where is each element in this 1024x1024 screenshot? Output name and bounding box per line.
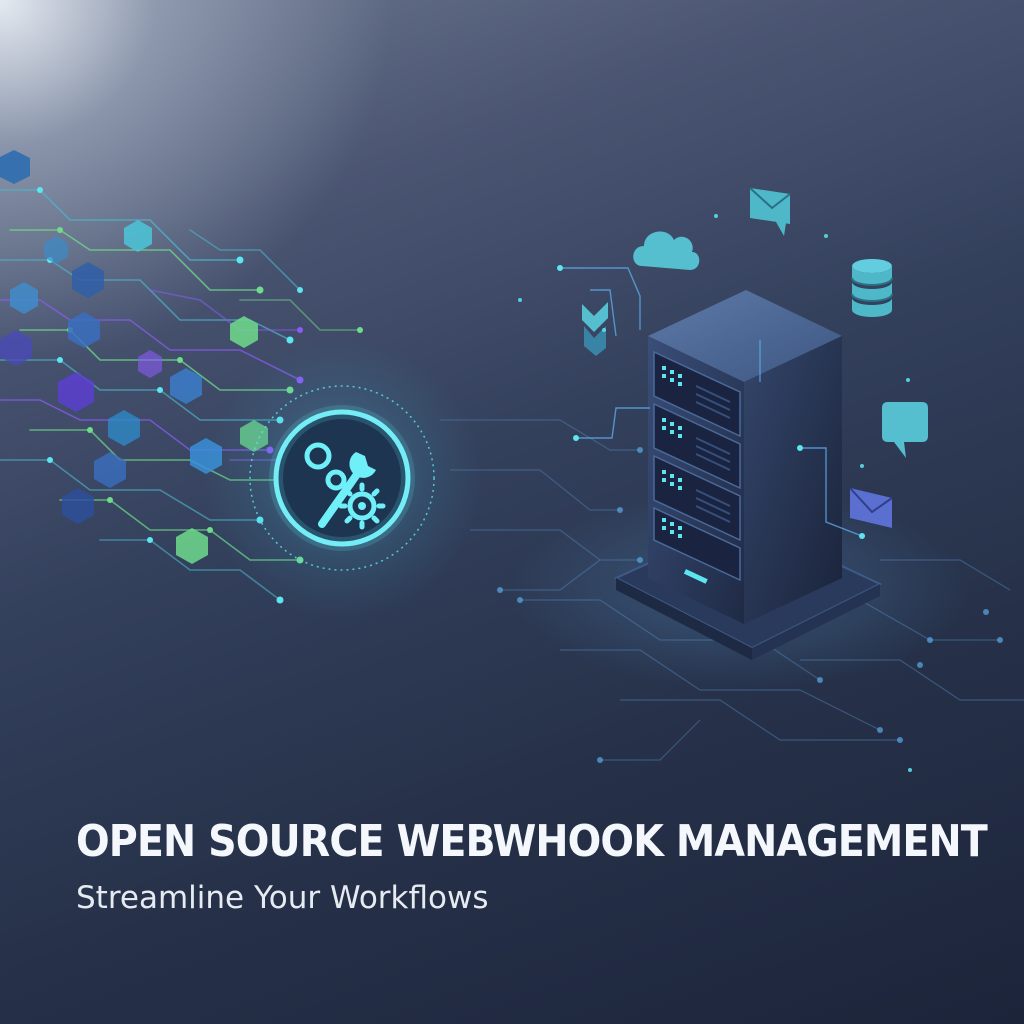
wrench-gear-badge bbox=[202, 338, 482, 618]
server-rack-icon bbox=[613, 290, 883, 660]
database-icon bbox=[851, 259, 893, 317]
heart-chevron-icon bbox=[582, 302, 608, 356]
mail-icon bbox=[749, 187, 791, 236]
server-vents bbox=[695, 385, 731, 523]
subheadline: Streamline Your Workflows bbox=[76, 880, 489, 916]
headline: OPEN SOURCE WEBWHOOK MANAGEMENT bbox=[76, 816, 988, 867]
cloud-icon bbox=[633, 231, 700, 270]
envelope-icon bbox=[849, 487, 893, 528]
sparkle-dots bbox=[518, 214, 912, 772]
server-connectors bbox=[560, 267, 863, 537]
server-status-leds bbox=[662, 366, 682, 538]
chat-bubble-icon bbox=[882, 402, 928, 458]
